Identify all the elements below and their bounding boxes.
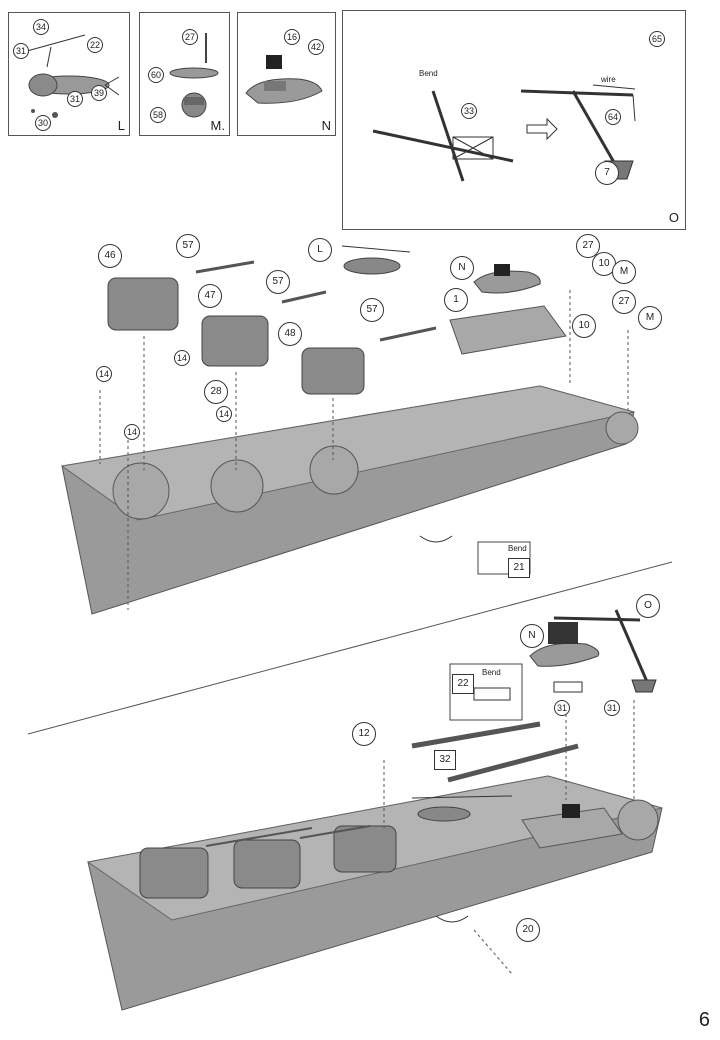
callout-lower-1: 12 <box>352 722 376 746</box>
callout-m-0: 27 <box>182 29 198 45</box>
callout-lower-2: 32 <box>434 750 456 770</box>
panel-letter-n: N <box>321 118 331 133</box>
callout-upper-ref-m2: M <box>638 306 662 330</box>
bend-label-lower: Bend <box>482 668 501 677</box>
callout-lower-0: 22 <box>452 674 474 694</box>
callout-upper-16: 21 <box>508 558 530 578</box>
callout-upper-8: 14 <box>216 406 232 422</box>
panel-letter-m: M. <box>210 118 225 133</box>
callout-l-5: 30 <box>35 115 51 131</box>
callout-upper-3: 57 <box>266 270 290 294</box>
callout-upper-14: 27 <box>612 290 636 314</box>
panel-m: 27 60 58 M. <box>139 12 230 136</box>
callout-upper-7: 14 <box>174 350 190 366</box>
panel-n: 16 42 N <box>237 12 336 136</box>
callout-o-3: 7 <box>595 161 619 185</box>
callout-m-2: 58 <box>150 107 166 123</box>
callout-o-2: 64 <box>605 109 621 125</box>
page-number: 6 <box>698 1009 710 1031</box>
panel-letter-o: O <box>668 210 679 225</box>
callout-m-1: 60 <box>148 67 164 83</box>
gun-mount-drawing <box>169 33 219 118</box>
callout-upper-10: 28 <box>204 380 228 404</box>
callout-n-1: 42 <box>308 39 324 55</box>
callout-upper-1: 57 <box>176 234 200 258</box>
callout-upper-11: 1 <box>444 288 468 312</box>
callout-upper-15: 10 <box>572 314 596 338</box>
boat-drawing <box>245 55 323 104</box>
callout-l-0: 34 <box>33 19 49 35</box>
callout-lower-5: 20 <box>516 918 540 942</box>
bend-label-upper: Bend <box>508 544 527 553</box>
callout-l-3: 39 <box>91 85 107 101</box>
callout-upper-ref-m1: M <box>612 260 636 284</box>
helicopter-drawing <box>26 34 120 118</box>
callout-o-1: 65 <box>649 31 665 47</box>
callout-upper-4: 48 <box>278 322 302 346</box>
callout-upper-6: 14 <box>96 366 112 382</box>
callout-upper-9: 14 <box>124 424 140 440</box>
callout-l-2: 22 <box>87 37 103 53</box>
callout-lower-3: 31 <box>554 700 570 716</box>
callout-l-4: 31 <box>67 91 83 107</box>
callout-upper-ref-l: L <box>308 238 332 262</box>
callout-o-0: 33 <box>461 103 477 119</box>
callout-upper-0: 46 <box>98 244 122 268</box>
callout-lower-ref-n: N <box>520 624 544 648</box>
callout-upper-2: 47 <box>198 284 222 308</box>
panel-o: 33 65 64 7 Bend wire O <box>342 10 686 230</box>
wire-label-o: wire <box>601 75 616 84</box>
callout-lower-ref-o: O <box>636 594 660 618</box>
callout-upper-ref-n: N <box>450 256 474 280</box>
callout-l-1: 31 <box>13 43 29 59</box>
callout-lower-4: 31 <box>604 700 620 716</box>
callout-upper-5: 57 <box>360 298 384 322</box>
callout-n-0: 16 <box>284 29 300 45</box>
bend-label-o: Bend <box>419 69 438 78</box>
panel-letter-l: L <box>117 118 125 133</box>
panel-l: 34 31 22 39 31 30 L <box>8 12 130 136</box>
